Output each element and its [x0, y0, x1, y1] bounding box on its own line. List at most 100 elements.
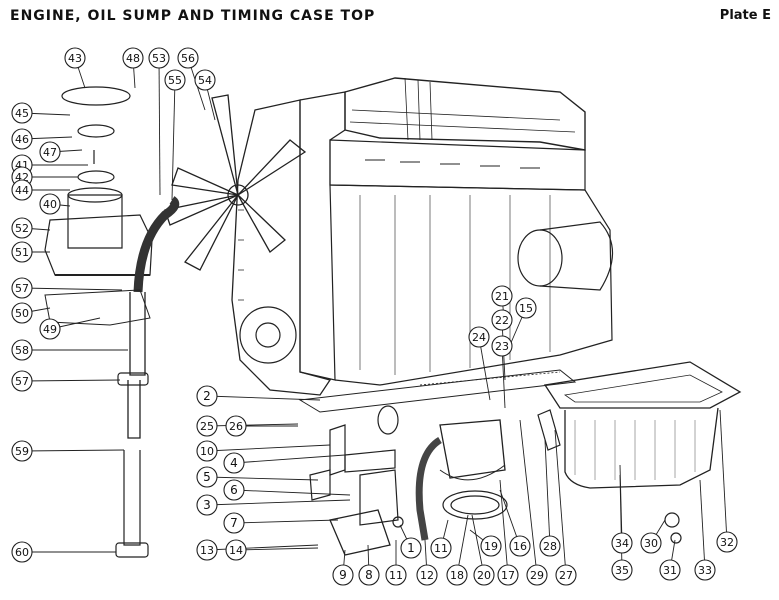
callout-number: 16 [513, 540, 527, 553]
leader-line [206, 423, 299, 427]
callout-17: 17 [497, 564, 519, 586]
callout-circle [11, 440, 33, 462]
page-title: ENGINE, OIL SUMP AND TIMING CASE TOP [10, 8, 376, 24]
callout-6: 6 [223, 479, 245, 501]
callout-60: 60 [11, 541, 33, 563]
callout-number: 33 [698, 564, 712, 577]
drain-washer [670, 532, 682, 544]
callout-40: 40 [39, 193, 61, 215]
callout-circle [416, 564, 438, 586]
callout-51: 51 [11, 241, 33, 263]
callout-circle [11, 541, 33, 563]
leader-line [519, 419, 538, 576]
callout-56: 56 [177, 47, 199, 69]
callout-number: 6 [230, 483, 238, 497]
callout-number: 26 [229, 420, 243, 433]
callout-57: 57 [11, 277, 33, 299]
callout-number: 1 [407, 541, 415, 555]
callout-3: 3 [196, 494, 218, 516]
callout-circle [358, 564, 380, 586]
callout-number: 9 [339, 568, 347, 582]
callout-circle [11, 241, 33, 263]
callout-number: 14 [229, 544, 243, 557]
callout-number: 18 [450, 569, 464, 582]
callout-number: 31 [663, 564, 677, 577]
callout-46: 46 [11, 128, 33, 150]
callout-7: 7 [223, 512, 245, 534]
callout-13: 13 [196, 539, 218, 561]
callout-circle [11, 339, 33, 361]
callout-circle [11, 277, 33, 299]
callout-54: 54 [194, 69, 216, 91]
callout-49: 49 [39, 318, 61, 340]
leader-line [233, 454, 346, 464]
callout-circle [11, 370, 33, 392]
callout-number: 52 [15, 222, 29, 235]
callout-25: 25 [196, 415, 218, 437]
callout-number: 45 [15, 107, 29, 120]
callout-circle [694, 559, 716, 581]
callout-circle [468, 326, 490, 348]
callout-number: 46 [15, 133, 29, 146]
leader-line [235, 547, 319, 551]
callout-circle [223, 512, 245, 534]
callout-number: 21 [495, 290, 509, 303]
callout-number: 3 [203, 498, 211, 512]
callout-number: 20 [477, 569, 491, 582]
callout-circle [491, 335, 513, 357]
callout-number: 10 [200, 445, 214, 458]
callout-44: 44 [11, 179, 33, 201]
callout-8: 8 [358, 564, 380, 586]
oil-filler-assembly [44, 86, 153, 276]
leader-line [233, 489, 351, 496]
leader-line [719, 409, 728, 543]
callout-circle [430, 537, 452, 559]
callout-53: 53 [148, 47, 170, 69]
callout-20: 20 [473, 564, 495, 586]
callout-circle [164, 69, 186, 91]
leader-line [478, 336, 491, 401]
callout-32: 32 [716, 531, 738, 553]
callout-circle [539, 535, 561, 557]
callout-circle [385, 564, 407, 586]
callout-circle [11, 217, 33, 239]
callout-circle [64, 47, 86, 69]
callout-circle [400, 537, 422, 559]
callout-number: 58 [15, 344, 29, 357]
callout-circle [491, 285, 513, 307]
callout-circle [11, 302, 33, 324]
callout-circle [555, 564, 577, 586]
callout-12: 12 [416, 564, 438, 586]
leader-line [699, 479, 706, 571]
leader-line [206, 476, 319, 481]
callout-50: 50 [11, 302, 33, 324]
callout-47: 47 [39, 141, 61, 163]
callout-circle [640, 532, 662, 554]
callout-15: 15 [515, 297, 537, 319]
callout-59: 59 [11, 440, 33, 462]
callout-10: 10 [196, 440, 218, 462]
callout-circle [196, 466, 218, 488]
callout-number: 35 [615, 564, 629, 577]
plate-label: Plate E [719, 8, 771, 23]
callout-2: 2 [196, 385, 218, 407]
callout-31: 31 [659, 559, 681, 581]
callout-number: 19 [484, 540, 498, 553]
callout-number: 22 [495, 314, 509, 327]
callout-circle [196, 385, 218, 407]
callout-14: 14 [225, 539, 247, 561]
callout-number: 11 [389, 569, 403, 582]
callout-circle [491, 309, 513, 331]
leader-line [21, 379, 121, 382]
callout-circle [11, 128, 33, 150]
callout-number: 40 [43, 198, 57, 211]
callout-number: 51 [15, 246, 29, 259]
callout-circle [148, 47, 170, 69]
callout-11: 11 [385, 564, 407, 586]
callout-circle [223, 479, 245, 501]
leader-line [619, 474, 623, 571]
leader-line [233, 519, 339, 524]
callout-number: 43 [68, 52, 82, 65]
